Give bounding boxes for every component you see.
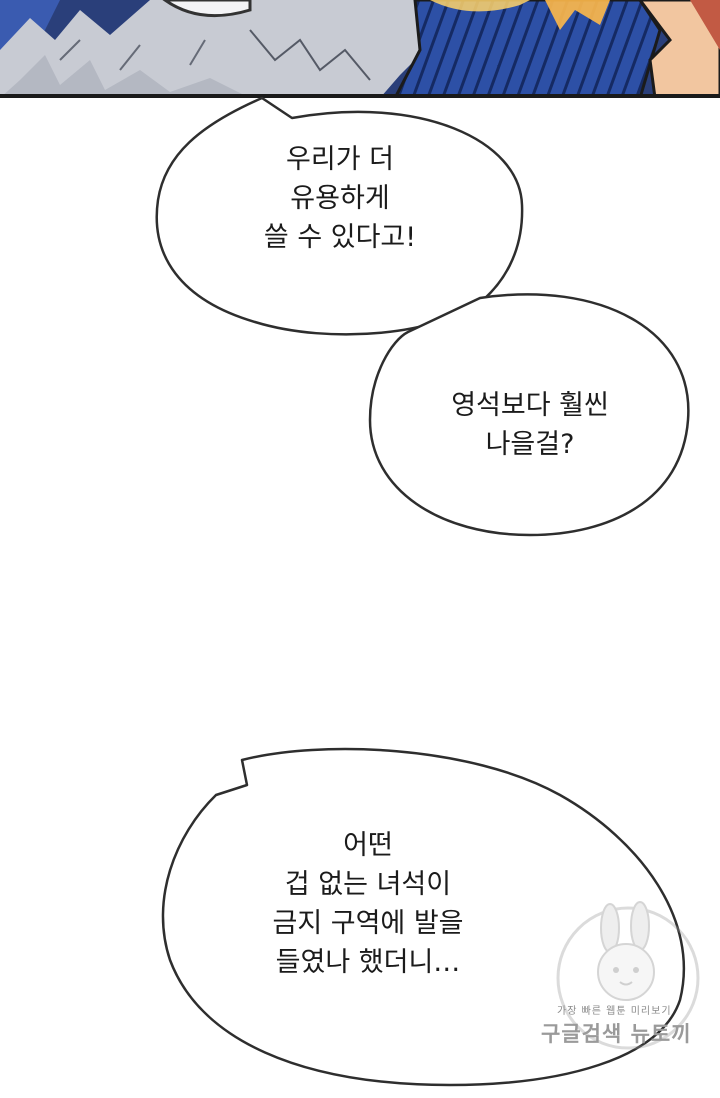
bubble-1-line-3: 쓸 수 있다고!	[263, 222, 417, 253]
watermark-rabbit-icon	[556, 901, 700, 1050]
comic-panel-top	[0, 0, 720, 98]
bubble-3-line-2: 겁 없는 녀석이	[284, 869, 452, 900]
panel-illustration	[0, 0, 720, 98]
bubble-1-line-1: 우리가 더	[286, 144, 394, 175]
bubble-1-line-2: 유용하게	[290, 183, 390, 214]
watermark-small-text: 가장 빠른 웹툰 미리보기	[557, 1006, 672, 1017]
bubble-3-text: 어떤 겁 없는 녀석이 금지 구역에 발을 들였나 했더니…	[272, 826, 463, 982]
watermark-big-text: 구글검색 뉴토끼	[541, 1022, 692, 1046]
speech-bubble-1	[155, 96, 524, 336]
bubble-3-line-1: 어떤	[343, 830, 393, 861]
bubble-3-line-4: 들였나 했더니…	[275, 947, 461, 978]
bubble-2-text: 영석보다 훨씬 나을걸?	[451, 386, 609, 464]
bubble-2-line-2: 나을걸?	[485, 429, 575, 460]
speech-bubble-3	[161, 747, 686, 1087]
bubble-2-line-1: 영석보다 훨씬	[451, 390, 609, 421]
bubble-3-line-3: 금지 구역에 발을	[272, 908, 464, 939]
speech-bubble-2	[368, 293, 690, 537]
bubble-1-text: 우리가 더 유용하게 쓸 수 있다고!	[264, 140, 416, 257]
